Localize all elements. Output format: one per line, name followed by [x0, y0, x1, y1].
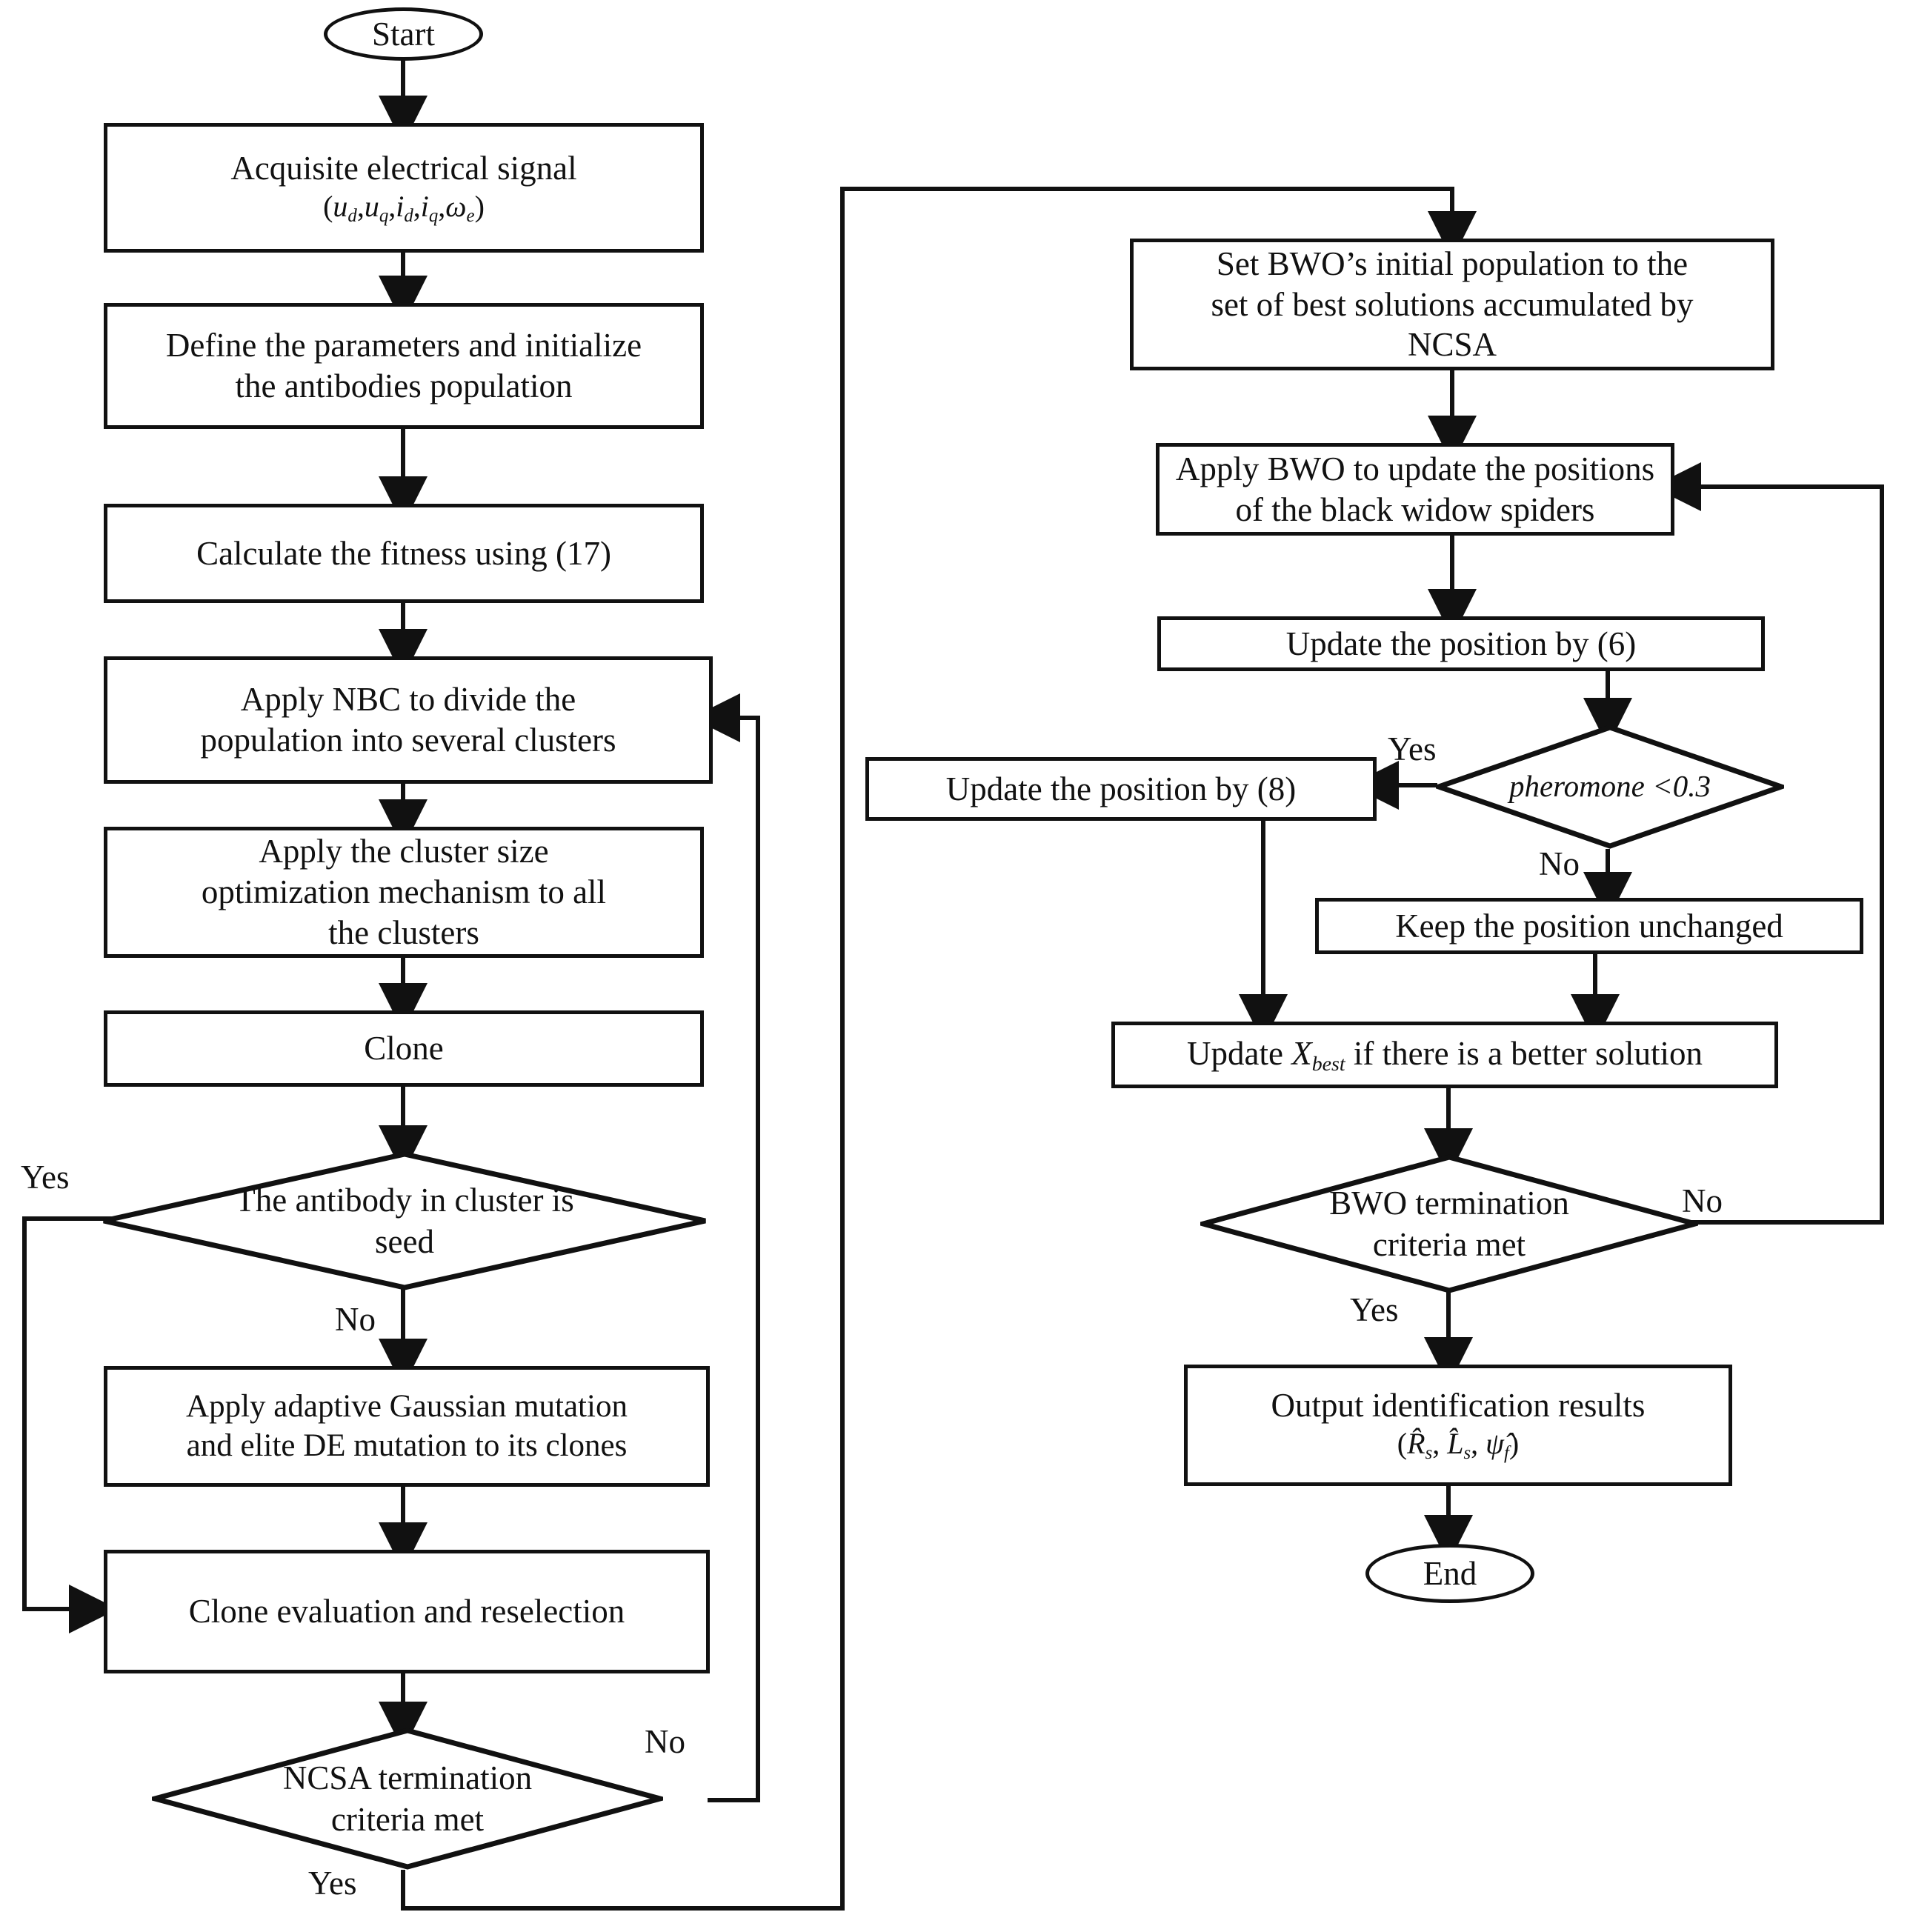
output-results-box: Output identification results (R̂s, L̂s,…	[1184, 1365, 1732, 1486]
define-line2: the antibodies population	[235, 367, 573, 404]
update-position-8-box: Update the position by (8)	[865, 757, 1377, 821]
setbwo-line1: Set BWO’s initial population to the	[1216, 244, 1689, 282]
ncsa-decision-shape	[152, 1728, 663, 1870]
seed-decision: The antibody in cluster is seed	[101, 1151, 708, 1290]
xbest-prefix: Update	[1186, 1034, 1283, 1072]
ncsa-line1: NCSA termination	[282, 1759, 533, 1796]
clustersize-line2: optimization mechanism to all	[201, 873, 607, 911]
bwo-line1: BWO termination	[1329, 1184, 1569, 1222]
edge-ncsa-no-to-nbc	[691, 693, 760, 1802]
acquisite-formula: (ud,uq,id,iq,ωe)	[323, 189, 485, 226]
cluster-size-box: Apply the cluster size optimization mech…	[104, 827, 704, 958]
keep-position-box: Keep the position unchanged	[1315, 898, 1863, 954]
clone-label: Clone	[364, 1030, 444, 1067]
define-line1: Define the parameters and initialize	[165, 327, 642, 364]
output-formula: (R̂s, L̂s, ψ̂f)	[1397, 1427, 1520, 1464]
cloneeval-label: Clone evaluation and reselection	[188, 1593, 625, 1630]
ncsa-termination-decision: NCSA termination criteria met	[152, 1728, 663, 1870]
start-label: Start	[372, 16, 435, 53]
bwo-yes-label: Yes	[1350, 1291, 1399, 1328]
seed-line1: The antibody in cluster is	[235, 1181, 574, 1219]
edge-bwo-no-to-applybwo	[1611, 462, 1884, 1225]
nbc-line1: Apply NBC to divide the	[240, 681, 576, 719]
pheromone-no-label: No	[1539, 845, 1580, 882]
mutation-line2: and elite DE mutation to its clones	[186, 1428, 628, 1463]
acquisite-line1: Acquisite electrical signal	[230, 149, 577, 187]
applybwo-line2: of the black widow spiders	[1235, 490, 1595, 528]
nbc-line2: population into several clusters	[200, 722, 616, 759]
clone-evaluation-box: Clone evaluation and reselection	[104, 1550, 710, 1673]
keep-label: Keep the position unchanged	[1395, 907, 1783, 945]
update8-label: Update the position by (8)	[945, 770, 1297, 807]
xbest-symbol: Xbest	[1291, 1034, 1345, 1076]
calculate-fitness-box: Calculate the fitness using (17)	[104, 504, 704, 603]
end-label: End	[1423, 1555, 1477, 1592]
clustersize-line3: the clusters	[328, 913, 479, 951]
setbwo-line2: set of best solutions accumulated by	[1211, 285, 1694, 323]
clone-box: Clone	[104, 1010, 704, 1087]
update6-label: Update the position by (6)	[1285, 624, 1637, 662]
setbwo-line3: NCSA	[1407, 326, 1497, 364]
pheromone-decision: pheromone <0.3	[1436, 724, 1784, 849]
update-position-6-box: Update the position by (6)	[1157, 616, 1765, 671]
acquisite-signal-box: Acquisite electrical signal (ud,uq,id,iq…	[104, 123, 704, 253]
bwo-decision-text: BWO termination criteria met	[1200, 1154, 1698, 1293]
ncsa-line2: criteria met	[330, 1801, 485, 1838]
bwo-decision-shape	[1200, 1154, 1698, 1293]
pheromone-yes-label: Yes	[1388, 730, 1437, 767]
mutation-line1: Apply adaptive Gaussian mutation	[186, 1389, 628, 1425]
fitness-label: Calculate the fitness using (17)	[196, 534, 611, 572]
pheromone-decision-text: pheromone <0.3	[1508, 769, 1711, 804]
seed-decision-shape	[103, 1151, 706, 1290]
end-terminal: End	[1365, 1544, 1534, 1603]
ncsa-no-label: No	[645, 1723, 685, 1760]
xbest-suffix: if there is a better solution	[1353, 1034, 1703, 1072]
apply-nbc-box: Apply NBC to divide the population into …	[104, 656, 713, 784]
set-bwo-population-box: Set BWO’s initial population to the set …	[1130, 239, 1774, 370]
seed-decision-text: The antibody in cluster is seed	[101, 1151, 708, 1290]
update-xbest-box: Update Xbest if there is a better soluti…	[1111, 1022, 1778, 1088]
pheromone-decision-shape	[1436, 724, 1784, 849]
ncsa-decision-text: NCSA termination criteria met	[152, 1728, 663, 1870]
output-line1: Output identification results	[1271, 1387, 1646, 1425]
seed-no-label: No	[335, 1301, 376, 1338]
gaussian-mutation-box: Apply adaptive Gaussian mutation and eli…	[104, 1366, 710, 1487]
start-terminal: Start	[324, 7, 483, 61]
seed-yes-label: Yes	[21, 1159, 70, 1196]
bwo-no-label: No	[1682, 1182, 1723, 1219]
apply-bwo-box: Apply BWO to update the positions of the…	[1156, 443, 1674, 536]
applybwo-line1: Apply BWO to update the positions	[1175, 450, 1655, 487]
clustersize-line1: Apply the cluster size	[259, 833, 549, 870]
xbest-text: Update Xbest if there is a better soluti…	[1187, 1033, 1703, 1077]
ncsa-yes-label: Yes	[308, 1865, 357, 1902]
seed-line2: seed	[375, 1223, 434, 1260]
bwo-line2: criteria met	[1372, 1226, 1526, 1263]
define-parameters-box: Define the parameters and initialize the…	[104, 303, 704, 429]
bwo-termination-decision: BWO termination criteria met	[1200, 1154, 1698, 1293]
